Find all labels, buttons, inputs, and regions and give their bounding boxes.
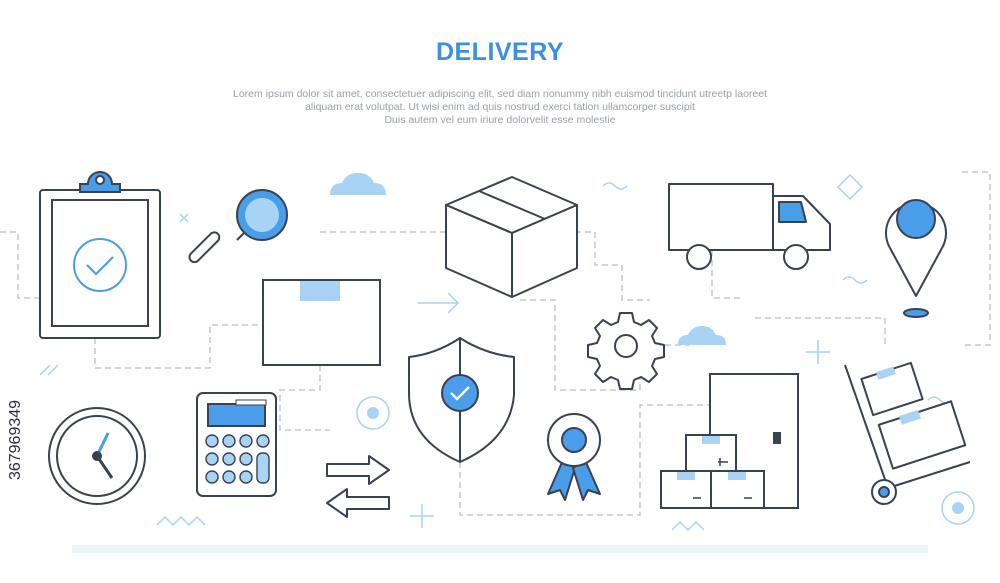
description-line: Lorem ipsum dolor sit amet, consectetuer… <box>232 88 768 100</box>
cardboard-box-icon <box>445 176 578 298</box>
door-boxes-icon <box>660 373 799 509</box>
magnifier-icon <box>188 189 288 264</box>
clock-icon <box>48 407 146 505</box>
description-line: aliquam erat volutpat. Ut wisi enim ad q… <box>305 101 695 113</box>
map-pin-icon <box>885 199 947 318</box>
hand-truck-icon <box>844 361 971 505</box>
description-line: Duis autem vel eum iriure dolorvelit ess… <box>384 114 616 126</box>
award-ribbon-icon <box>547 413 601 501</box>
package-box-icon <box>262 279 381 366</box>
gear-icon <box>587 312 665 390</box>
page-description: Lorem ipsum dolor sit amet, consectetuer… <box>150 88 850 127</box>
transfer-arrows-icon <box>326 455 390 518</box>
shield-check-icon <box>408 337 515 463</box>
calculator-icon <box>196 392 277 497</box>
clipboard-check-icon <box>39 171 161 339</box>
bottom-bar <box>72 545 928 553</box>
page-title: DELIVERY <box>435 38 565 66</box>
delivery-truck-icon <box>668 183 831 270</box>
